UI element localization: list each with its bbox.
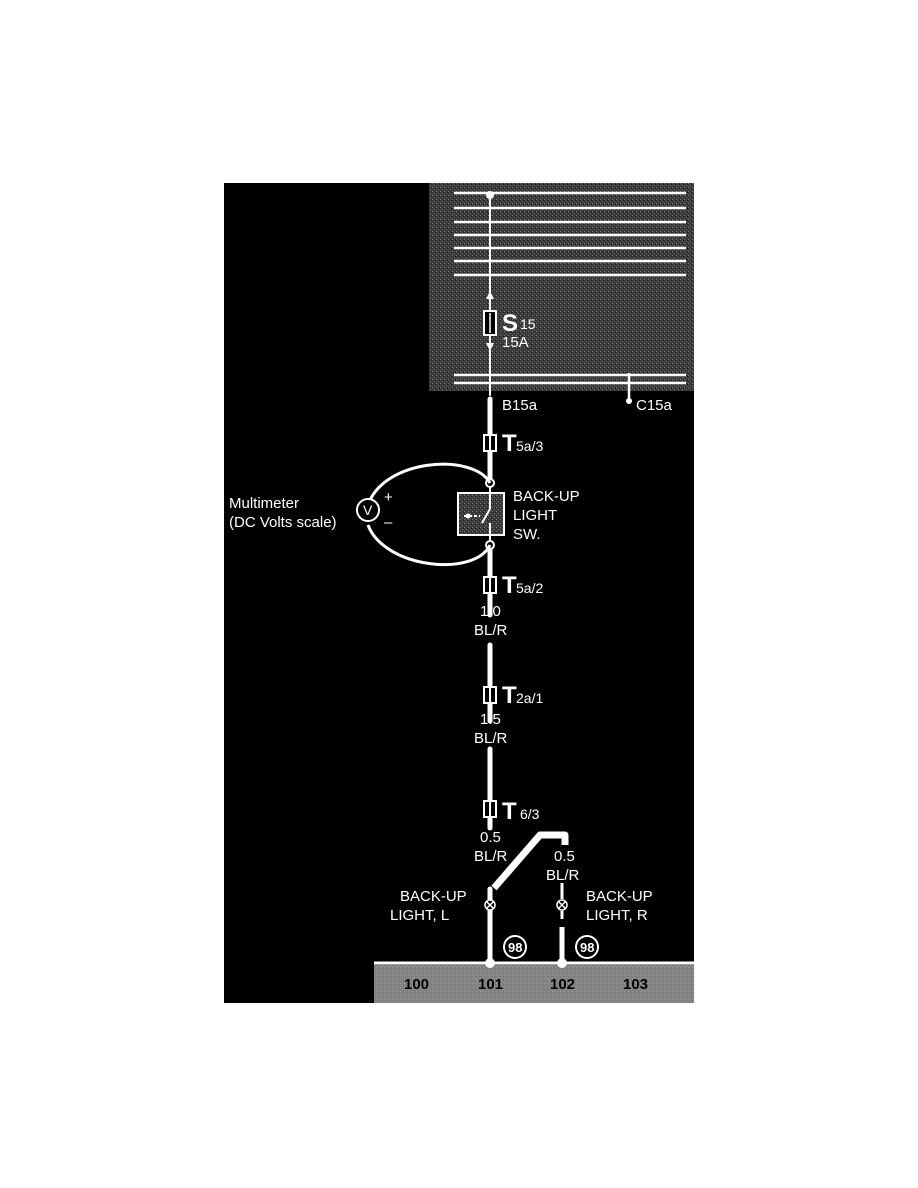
ground-ref-right-circle	[575, 935, 599, 959]
bus-bars	[454, 191, 686, 385]
wire-spec-4-size: 0.5	[554, 848, 575, 865]
connector-t2a-1-pin: 2a/1	[516, 690, 543, 706]
multimeter-minus: –	[384, 514, 393, 531]
ground-ref-left-circle	[503, 935, 527, 959]
multimeter-v-symbol: V	[363, 502, 373, 518]
fuse-box-area	[429, 183, 694, 391]
bus-junction-dot	[486, 191, 494, 199]
wire-spec-2-size: 1.5	[480, 711, 501, 728]
wire-spec-2-color: BL/R	[474, 730, 508, 747]
grid-strip-tint	[374, 965, 694, 1003]
wire-spec-3-color: BL/R	[474, 848, 508, 865]
fuse-subscript: 15	[520, 316, 536, 332]
switch-label-line2: LIGHT	[513, 507, 557, 524]
connector-t2a-1-name: T	[502, 682, 517, 709]
grid-ref-102: 102	[550, 976, 575, 993]
connector-t6-3-symbol	[483, 800, 497, 818]
wire-spec-1-size: 1.0	[480, 603, 501, 620]
ground-junction-left	[485, 958, 495, 968]
wire-spec-1-color: BL/R	[474, 622, 508, 639]
fuse-rating: 15A	[502, 334, 529, 351]
grid-ref-100: 100	[404, 976, 429, 993]
wire-spec-4-color: BL/R	[546, 867, 580, 884]
switch-label-line3: SW.	[513, 526, 541, 543]
c15a-tap	[626, 373, 632, 404]
grid-ref-103: 103	[623, 976, 648, 993]
connector-t6-3-name: T	[502, 798, 517, 825]
diagram-canvas: S 15 15A B15a C15a T 5a/3 BACK-UP LIGHT …	[356, 183, 694, 1003]
multimeter-label-line1: Multimeter	[229, 495, 300, 512]
backup-light-left-symbol	[484, 899, 496, 911]
wiring-diagram: S 15 15A B15a C15a T 5a/3 BACK-UP LIGHT …	[224, 183, 694, 1003]
backup-light-right-line1: BACK-UP	[586, 888, 653, 905]
connector-t2a-1-symbol	[483, 686, 497, 704]
branch-wire	[491, 831, 569, 891]
connector-t5a-3-symbol	[483, 434, 497, 452]
grid-ref-101: 101	[478, 976, 503, 993]
switch-label-line1: BACK-UP	[513, 488, 580, 505]
ground-ref-right: 98	[580, 940, 594, 955]
connector-t6-3-pin: 6/3	[520, 806, 540, 822]
backup-light-left-line2: LIGHT, L	[390, 907, 449, 924]
multimeter-leads	[366, 462, 492, 567]
wire-b15a-label: B15a	[502, 397, 538, 414]
fuse-s15	[483, 291, 497, 351]
connector-t5a-2-pin: 5a/2	[516, 580, 543, 596]
wire-spec-3-size: 0.5	[480, 829, 501, 846]
connector-t5a-3-pin: 5a/3	[516, 438, 543, 454]
backup-light-left-line1: BACK-UP	[400, 888, 467, 905]
ground-junction-right	[557, 958, 567, 968]
fuse-name: S	[502, 310, 518, 337]
ground-ref-left: 98	[508, 940, 522, 955]
backup-light-right-line2: LIGHT, R	[586, 907, 648, 924]
multimeter-symbol	[356, 498, 380, 522]
multimeter-plus: +	[384, 489, 393, 506]
multimeter-label-line2: (DC Volts scale)	[229, 514, 337, 531]
backup-light-right-symbol	[556, 883, 568, 963]
connector-t5a-2-symbol	[483, 576, 497, 594]
multimeter-label: Multimeter (DC Volts scale)	[229, 494, 337, 532]
connector-t5a-3-name: T	[502, 430, 517, 457]
connector-t5a-2-name: T	[502, 572, 517, 599]
wire-c15a-label: C15a	[636, 397, 673, 414]
backup-light-switch-symbol	[457, 478, 505, 550]
